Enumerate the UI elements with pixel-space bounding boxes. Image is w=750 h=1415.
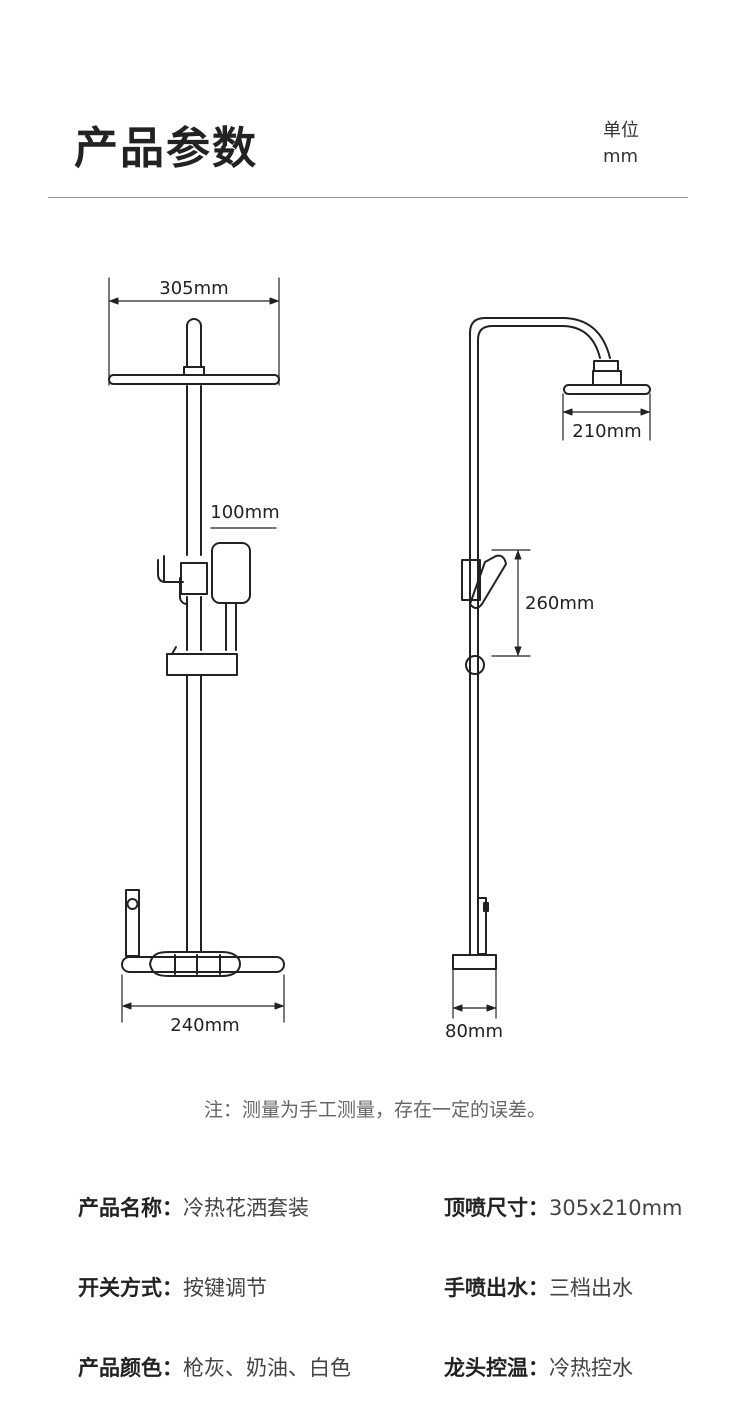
spec-top-spray-size: 顶喷尺寸：305x210mm (444, 1192, 683, 1222)
side-view (452, 317, 651, 1019)
spec-value: 冷热花洒套装 (183, 1196, 309, 1220)
spec-product-name: 产品名称：冷热花洒套装 (78, 1192, 309, 1222)
spec-value: 按键调节 (183, 1276, 267, 1300)
dimension-label-305: 305mm (159, 278, 228, 299)
spec-label: 手喷出水： (444, 1276, 549, 1300)
page-title: 产品参数 (74, 123, 258, 174)
unit-value: mm (603, 146, 639, 167)
spec-switch-mode: 开关方式：按键调节 (78, 1272, 267, 1302)
spec-label: 龙头控温： (444, 1356, 549, 1380)
measurement-note: 注：测量为手工测量，存在一定的误差。 (203, 1099, 546, 1121)
dimension-label-80: 80mm (445, 1021, 503, 1042)
dimension-label-210: 210mm (572, 421, 641, 442)
spec-label: 产品名称： (78, 1196, 183, 1220)
product-dimension-diagram: 305mm 100mm 240mm 210mm 260mm 80mm (108, 277, 651, 1042)
unit-label: 单位 (603, 120, 639, 141)
front-view (108, 277, 285, 1023)
spec-label: 顶喷尺寸： (444, 1196, 549, 1220)
dimension-label-260: 260mm (525, 593, 594, 614)
header-divider (48, 197, 688, 198)
spec-label: 产品颜色： (78, 1356, 183, 1380)
spec-label: 开关方式： (78, 1276, 183, 1300)
spec-value: 305x210mm (549, 1196, 683, 1220)
spec-temperature-control: 龙头控温：冷热控水 (444, 1352, 633, 1382)
unit-block: 单位 mm (603, 118, 639, 170)
dimension-label-100: 100mm (210, 502, 279, 523)
spec-value: 枪灰、奶油、白色 (183, 1356, 351, 1380)
spec-product-colors: 产品颜色：枪灰、奶油、白色 (78, 1352, 351, 1382)
spec-value: 冷热控水 (549, 1356, 633, 1380)
spec-hand-spray-modes: 手喷出水：三档出水 (444, 1272, 633, 1302)
spec-value: 三档出水 (549, 1276, 633, 1300)
dimension-label-240: 240mm (170, 1015, 239, 1036)
